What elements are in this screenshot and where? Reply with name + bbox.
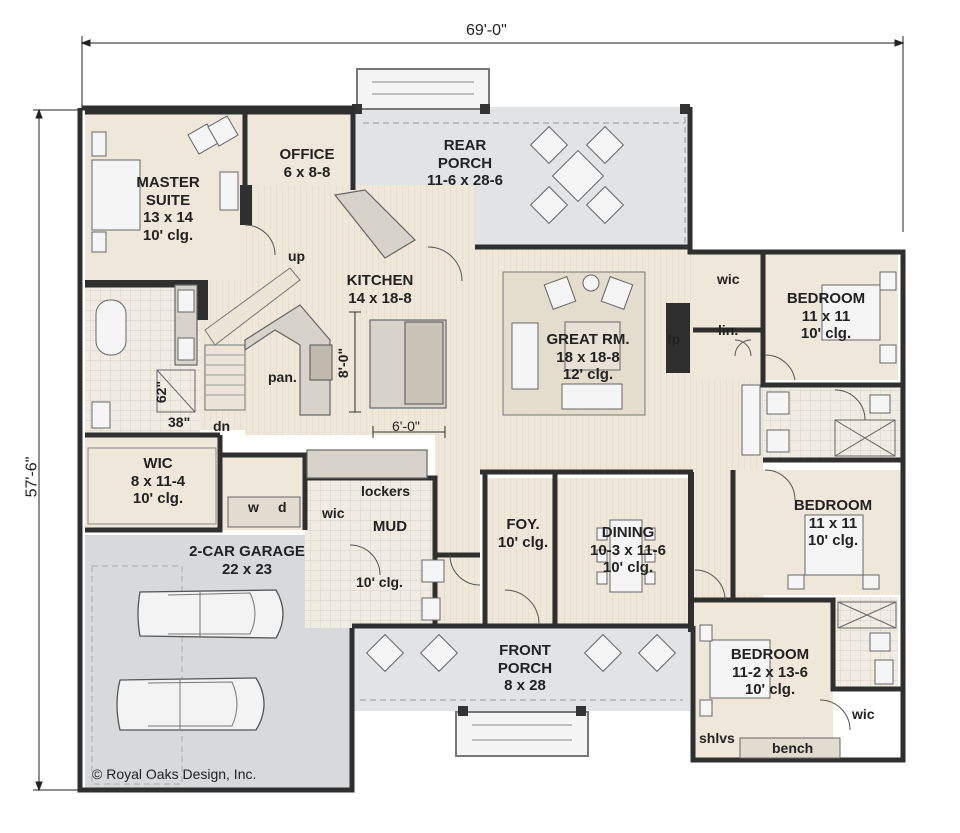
mud-wic-label: wic <box>322 505 345 521</box>
room-great-room: GREAT RM. 18 x 18-8 12' clg. <box>546 331 630 384</box>
bench-label: bench <box>772 740 814 756</box>
porch-furniture <box>365 125 677 673</box>
shower-dim-38: 38" <box>168 414 191 430</box>
room-master-wic: WIC 8 x 11-4 10' clg. <box>130 455 186 508</box>
room-bedroom-1: BEDROOM 11 x 11 10' clg. <box>786 290 866 343</box>
front-porch <box>352 626 690 757</box>
room-mud: MUD <box>372 518 408 535</box>
copyright-notice: © Royal Oaks Design, Inc. <box>92 766 257 782</box>
pantry-label: pan. <box>268 369 297 385</box>
stairs-up-label: up <box>288 248 306 264</box>
bedroom1-wic-label: wic <box>717 271 740 287</box>
laundry-mud-fixtures <box>87 447 445 621</box>
room-rear-porch: REAR PORCH 11-6 x 28-6 <box>427 137 503 190</box>
linen-label: lin. <box>718 322 739 338</box>
room-foyer: FOY. 10' clg. <box>497 516 549 551</box>
lockers-label: lockers <box>361 483 411 499</box>
room-kitchen: KITCHEN 14 x 18-8 <box>346 272 414 307</box>
dimension-lines <box>33 36 905 792</box>
bedroom3-wic-label: wic <box>852 706 875 722</box>
great-room-furniture <box>511 274 634 410</box>
island-dim-width: 6'-0" <box>392 418 420 434</box>
room-bedroom-3: BEDROOM 11-2 x 13-6 10' clg. <box>730 646 810 699</box>
door-swings <box>244 224 866 731</box>
island-dimensions <box>349 311 446 438</box>
washer-label: w <box>248 499 259 515</box>
shower-dim-62: 62" <box>153 380 170 404</box>
master-furniture <box>91 115 239 429</box>
shelves-label: shlvs <box>699 730 735 746</box>
overall-width: 69'-0" <box>466 22 507 39</box>
fireplace-label: fp <box>667 331 681 347</box>
dining-table <box>596 519 656 593</box>
thick-walls <box>85 185 694 632</box>
island-dim-height: 8'-0" <box>335 347 352 379</box>
interior-floors <box>85 112 903 760</box>
room-master-suite: MASTER SUITE 13 x 14 10' clg. <box>136 174 200 245</box>
mud-ceiling: 10' clg. <box>356 574 403 590</box>
rear-porch <box>352 68 690 247</box>
room-office: OFFICE 6 x 8-8 <box>279 146 335 181</box>
room-bedroom-2: BEDROOM 11 x 11 10' clg. <box>793 497 873 550</box>
overall-depth: 57'-6" <box>23 456 41 498</box>
stairs <box>204 267 301 411</box>
room-garage: 2-CAR GARAGE 22 x 23 <box>189 543 305 578</box>
room-front-porch: FRONT PORCH 8 x 28 <box>497 642 553 695</box>
bedroom-furniture <box>699 271 897 759</box>
kitchen-fixtures <box>174 189 447 479</box>
dryer-label: d <box>278 499 287 515</box>
stairs-down-label: dn <box>213 418 231 434</box>
room-dining: DINING 10-3 x 11-6 10' clg. <box>590 524 666 577</box>
